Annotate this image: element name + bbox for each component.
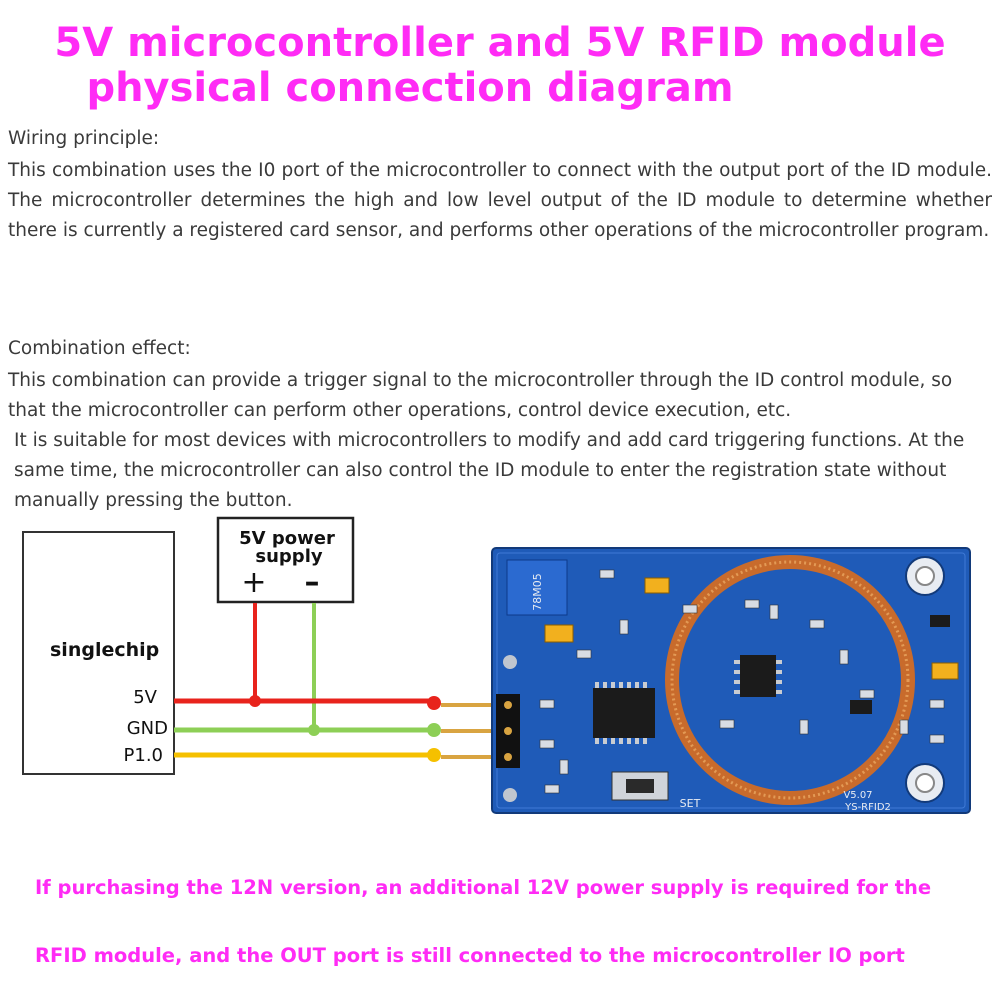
pin-label-5v: 5V <box>133 687 157 708</box>
effect-text-2: It is suitable for most devices with mic… <box>14 430 965 511</box>
transistor-top <box>930 615 950 627</box>
wiring-heading: Wiring principle: <box>8 128 160 149</box>
mcu-label: singlechip <box>50 639 159 661</box>
vcc-end-dot <box>427 696 441 710</box>
plus-terminal-label: + <box>241 565 266 600</box>
ic-chip-left <box>593 688 655 738</box>
board-version-label: V5.07 <box>843 790 872 801</box>
wiring-text: This combination uses the I0 port of the… <box>8 160 992 241</box>
rfid-module-board: 78M05 SET <box>491 547 971 814</box>
signal-end-dot <box>427 748 441 762</box>
vcc-junction <box>249 695 261 707</box>
ic-chip-right <box>740 655 776 697</box>
tantalum-capacitor-2 <box>544 624 574 643</box>
microcontroller-box <box>22 531 175 775</box>
regulator-outline <box>506 559 568 616</box>
power-label-line2: supply <box>255 546 322 567</box>
gnd-junction <box>308 724 320 736</box>
transistor-middle <box>850 700 872 714</box>
set-button-label: SET <box>680 797 701 810</box>
note-line-2: RFID module, and the OUT port is still c… <box>35 944 905 967</box>
pin-label-p10: P1.0 <box>124 745 163 766</box>
pin-label-gnd: GND <box>127 718 168 739</box>
board-model-label: YS-RFID2 <box>844 802 891 813</box>
tantalum-capacitor-3 <box>931 662 959 680</box>
power-supply-box <box>216 516 355 604</box>
note-line-1: If purchasing the 12N version, an additi… <box>35 876 932 899</box>
tantalum-capacitor-1 <box>644 577 670 594</box>
connection-diagram: singlechip 5V GND P1.0 5V power supply +… <box>22 516 971 814</box>
effect-heading: Combination effect: <box>8 338 191 359</box>
title-line-1: 5V microcontroller and 5V RFID module <box>54 20 946 66</box>
effect-text-1: This combination can provide a trigger s… <box>8 370 953 421</box>
regulator-label: 78M05 <box>531 573 544 611</box>
title-line-2: physical connection diagram <box>86 65 734 111</box>
power-label-line1: 5V power <box>239 528 335 549</box>
gnd-end-dot <box>427 723 441 737</box>
minus-terminal-label: – <box>305 565 320 600</box>
